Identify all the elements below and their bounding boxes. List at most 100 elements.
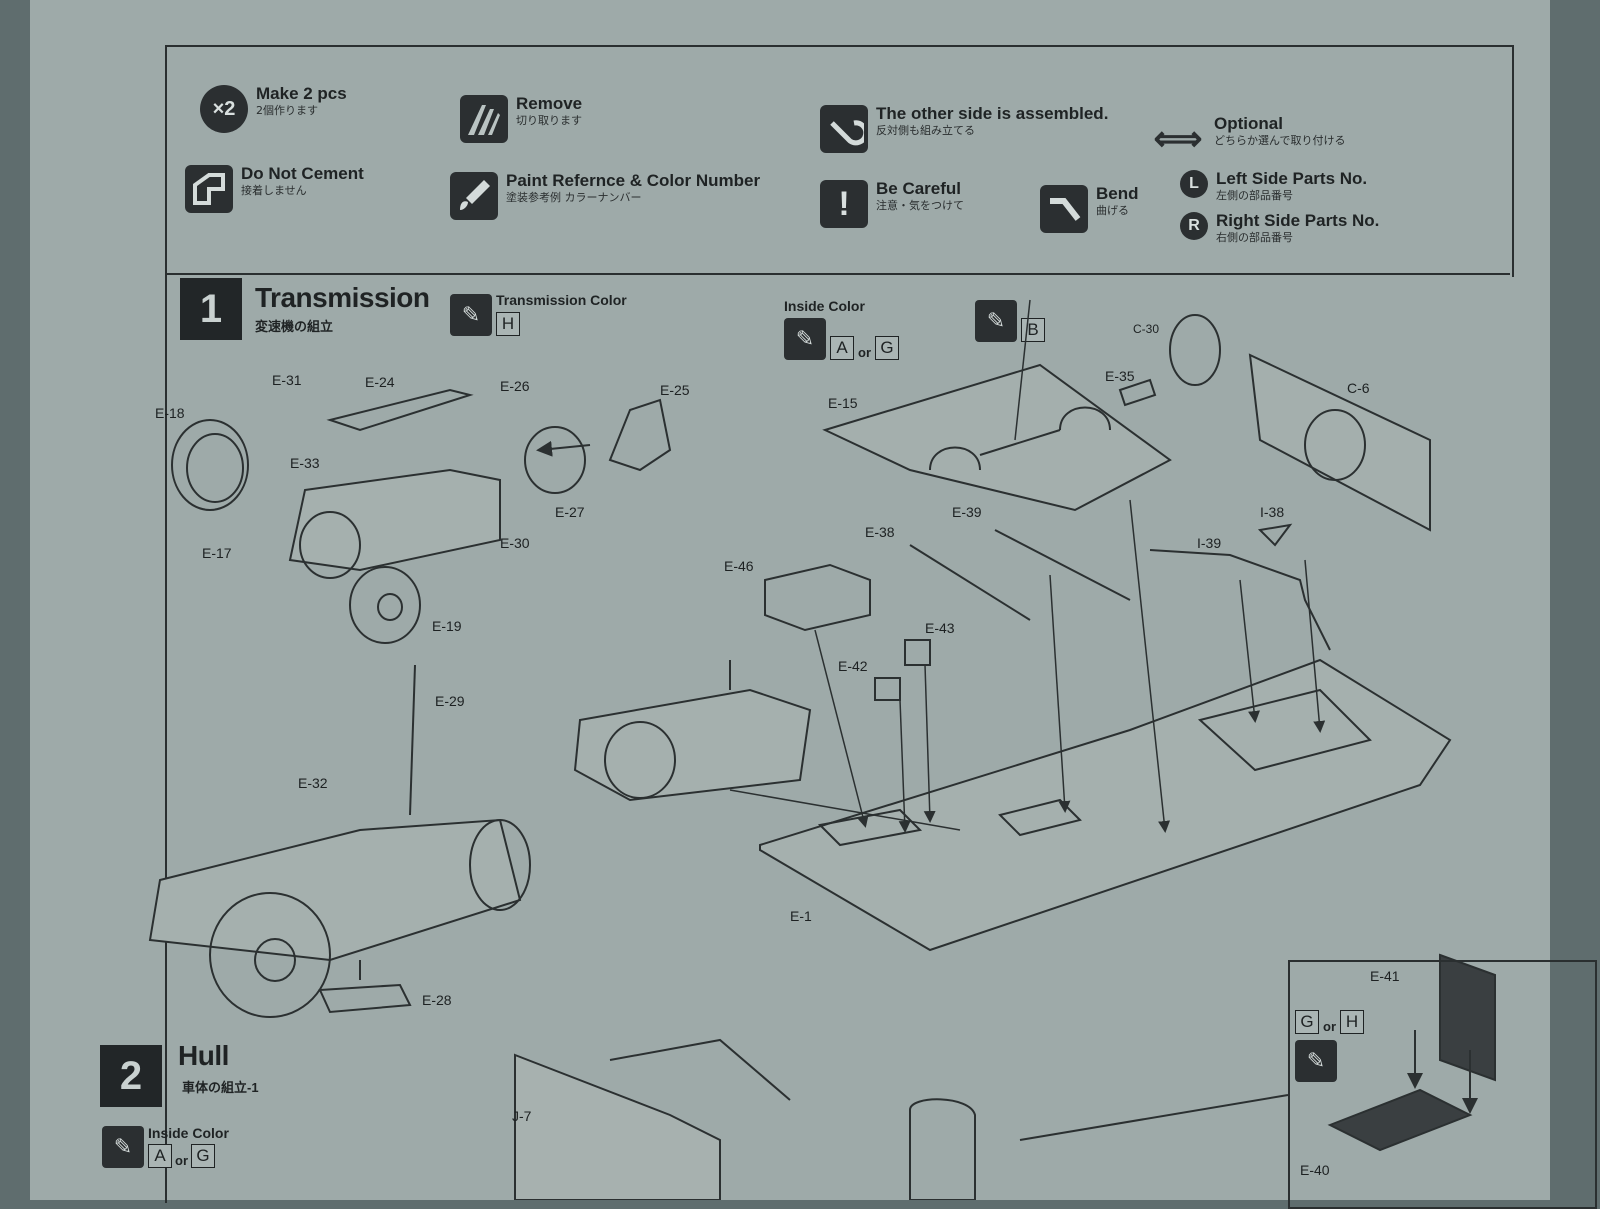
- part-label: E-30: [500, 535, 530, 551]
- part-label: E-17: [202, 545, 232, 561]
- part-label: E-24: [365, 374, 395, 390]
- step-2-subtitle: 車体の組立-1: [182, 1080, 259, 1095]
- legend-optional-title: Optional: [1214, 114, 1283, 133]
- part-label: E-42: [838, 658, 868, 674]
- paint-brush-icon: [450, 172, 498, 220]
- part-e24-drawing: [326, 388, 474, 432]
- legend-no-cement-title: Do Not Cement: [241, 164, 364, 183]
- part-e15-drawing: [822, 363, 1172, 512]
- legend-remove-title: Remove: [516, 94, 583, 113]
- transmission-color-label: Transmission Color: [496, 292, 627, 308]
- bend-icon: [1040, 185, 1088, 233]
- part-e43-drawing: [904, 639, 931, 666]
- paint-brush-icon: ✎: [975, 300, 1017, 342]
- inside-color-code-a: A: [830, 336, 854, 360]
- step-1-subtitle: 変速機の組立: [255, 319, 334, 334]
- part-e28-drawing: [318, 983, 412, 1014]
- legend-be-careful-title: Be Careful: [876, 179, 962, 198]
- part-label: E-27: [555, 504, 585, 520]
- part-label: I-38: [1260, 504, 1285, 520]
- legend-no-cement-sub: 接着しません: [241, 183, 307, 197]
- floor-color-chip: ✎ B: [975, 300, 1045, 342]
- part-label: C-6: [1347, 380, 1370, 396]
- part-label: E-1: [790, 908, 812, 924]
- part-label: E-46: [724, 558, 754, 574]
- legend-divider: [165, 273, 1510, 275]
- transmission-color-chip: ✎ Transmission Color H: [450, 292, 627, 336]
- part-label: E-35: [1105, 368, 1135, 384]
- step-2-number: 2: [100, 1045, 162, 1107]
- part-label: E-29: [435, 693, 465, 709]
- legend-right-side-sub: 右側の部品番号: [1216, 230, 1293, 244]
- step-2-inside-color-chip: ✎ Inside Color A or G: [102, 1125, 229, 1168]
- step-2-seat-drawing: [909, 1098, 976, 1200]
- legend-left-side-title: Left Side Parts No.: [1216, 169, 1368, 188]
- legend-other-side-title: The other side is assembled.: [876, 104, 1109, 123]
- rotate-arrow-icon: [820, 105, 868, 153]
- part-e25-drawing: [608, 398, 672, 472]
- left-side-badge-icon: L: [1180, 170, 1208, 198]
- part-c6-drawing: [1248, 353, 1431, 532]
- right-side-badge-icon: R: [1180, 212, 1208, 240]
- legend-bend-sub: 曲げる: [1096, 203, 1129, 217]
- step-2-inside-color-code-a: A: [148, 1144, 172, 1168]
- legend-paint-reference: Paint Refernce & Color Number 塗装参考例 カラーナ…: [450, 171, 761, 220]
- step-2-inside-color-or: or: [175, 1153, 188, 1168]
- legend-make-2: ×2 Make 2 pcs 2個作ります: [200, 84, 347, 133]
- part-label: C-30: [1133, 322, 1160, 336]
- cutter-icon: [460, 95, 508, 143]
- legend-optional: ⟺ Optional どちらか選んで取り付ける: [1150, 114, 1346, 163]
- legend-left-side-sub: 左側の部品番号: [1216, 188, 1293, 202]
- legend-paint-reference-title: Paint Refernce & Color Number: [506, 171, 761, 190]
- legend-other-side: The other side is assembled. 反対側も組み立てる: [820, 104, 1109, 153]
- part-e1-drawing: [759, 658, 1452, 952]
- seat-color-code-b: H: [1340, 1010, 1364, 1034]
- legend-make-2-sub: 2個作ります: [256, 103, 318, 117]
- legend-remove: Remove 切り取ります: [460, 94, 583, 143]
- part-e35-drawing: [1118, 378, 1157, 407]
- inside-color-label: Inside Color: [784, 298, 865, 314]
- legend-no-cement: Do Not Cement 接着しません: [185, 164, 364, 213]
- legend-optional-sub: どちらか選んで取り付ける: [1214, 133, 1346, 147]
- part-e17-drawing: [288, 468, 501, 572]
- floor-color-code: B: [1021, 318, 1045, 342]
- step-2-inside-color-code-b: G: [191, 1144, 215, 1168]
- seat-color-or: or: [1323, 1019, 1336, 1034]
- make-2-badge-icon: ×2: [200, 85, 248, 133]
- steps-left-border: [165, 273, 167, 1203]
- assembly-drawing: [148, 299, 1496, 1200]
- part-label: E-41: [1370, 968, 1400, 984]
- part-e40-drawing: [1327, 1088, 1473, 1152]
- legend-bend: Bend 曲げる: [1040, 184, 1139, 233]
- step-2-title: Hull: [178, 1040, 229, 1071]
- part-e39-drawing: [994, 529, 1131, 601]
- legend-be-careful: ! Be Careful 注意・気をつけて: [820, 179, 964, 228]
- inside-color-chip: ✎ A or G: [784, 318, 899, 360]
- step-2-inside-color-label: Inside Color: [148, 1125, 229, 1141]
- double-arrow-icon: ⟺: [1153, 120, 1203, 158]
- seat-inset-box: [1288, 960, 1597, 1209]
- step-1-number: 1: [180, 278, 242, 340]
- part-label: I-39: [1197, 535, 1222, 551]
- legend-right-side-title: Right Side Parts No.: [1216, 211, 1380, 230]
- part-i38-drawing: [1257, 523, 1293, 547]
- part-label: E-32: [298, 775, 328, 791]
- part-c30-drawing: [1169, 314, 1221, 386]
- legend-remove-sub: 切り取ります: [516, 113, 582, 127]
- seat-color-chip: G or H: [1295, 1010, 1364, 1034]
- part-label: E-19: [432, 618, 462, 634]
- part-label: J-7: [512, 1108, 532, 1124]
- part-e19-drawing: [349, 566, 421, 644]
- part-j7-drawing: [514, 1053, 721, 1200]
- part-i39-drawing: [1149, 549, 1331, 651]
- part-e38-drawing: [909, 544, 1031, 621]
- part-label: E-18: [155, 405, 185, 421]
- part-label: E-15: [828, 395, 858, 411]
- paint-brush-icon: ✎: [450, 294, 492, 336]
- part-label: E-39: [952, 504, 982, 520]
- part-e27-drawing: [524, 426, 586, 494]
- exclamation-icon: !: [820, 180, 868, 228]
- legend-box: [165, 45, 1514, 277]
- part-label: E-28: [422, 992, 452, 1008]
- legend-be-careful-sub: 注意・気をつけて: [876, 198, 964, 212]
